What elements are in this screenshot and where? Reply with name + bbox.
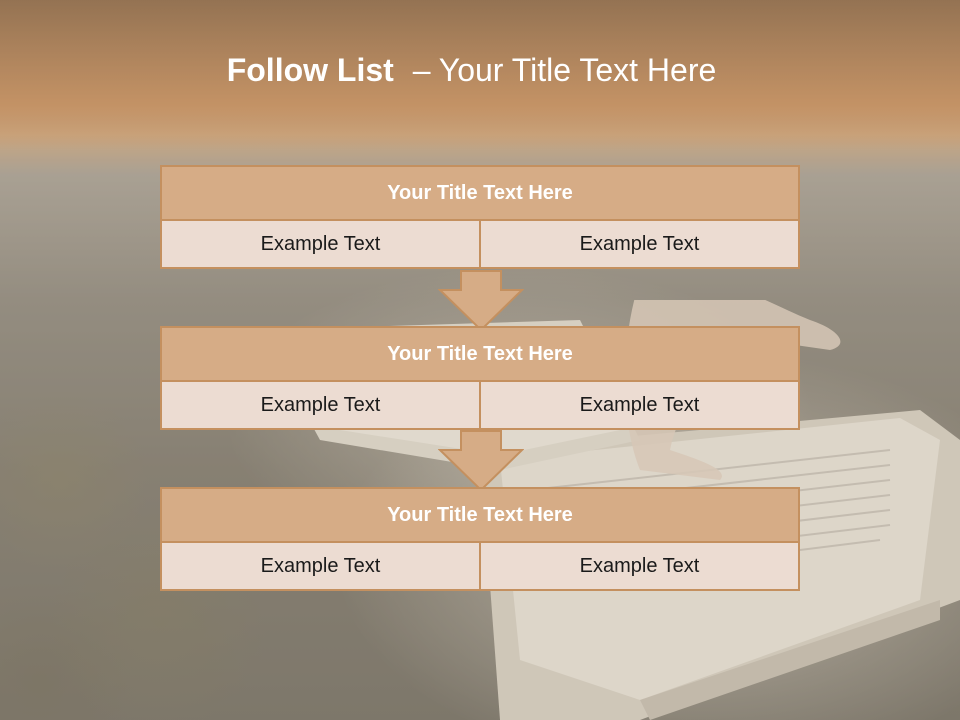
row-1-right-cell: Example Text xyxy=(479,219,800,269)
down-arrow-icon xyxy=(438,270,524,332)
down-arrow-icon xyxy=(438,430,524,492)
page-title: Follow List – Your Title Text Here xyxy=(0,52,943,89)
row-2-left-cell: Example Text xyxy=(160,380,481,430)
row-3-cells: Example Text Example Text xyxy=(160,541,800,591)
row-3-left-cell: Example Text xyxy=(160,541,481,591)
header-band xyxy=(0,0,960,150)
title-rest: – Your Title Text Here xyxy=(412,52,717,88)
row-3-title: Your Title Text Here xyxy=(160,487,800,543)
follow-list-row-2: Your Title Text Here Example Text Exampl… xyxy=(160,326,800,430)
row-1-title: Your Title Text Here xyxy=(160,165,800,221)
follow-list-row-1: Your Title Text Here Example Text Exampl… xyxy=(160,165,800,269)
row-2-title: Your Title Text Here xyxy=(160,326,800,382)
row-2-cells: Example Text Example Text xyxy=(160,380,800,430)
row-3-right-cell: Example Text xyxy=(479,541,800,591)
row-1-left-cell: Example Text xyxy=(160,219,481,269)
row-2-right-cell: Example Text xyxy=(479,380,800,430)
follow-list-row-3: Your Title Text Here Example Text Exampl… xyxy=(160,487,800,591)
row-1-cells: Example Text Example Text xyxy=(160,219,800,269)
title-bold: Follow List xyxy=(226,52,394,88)
